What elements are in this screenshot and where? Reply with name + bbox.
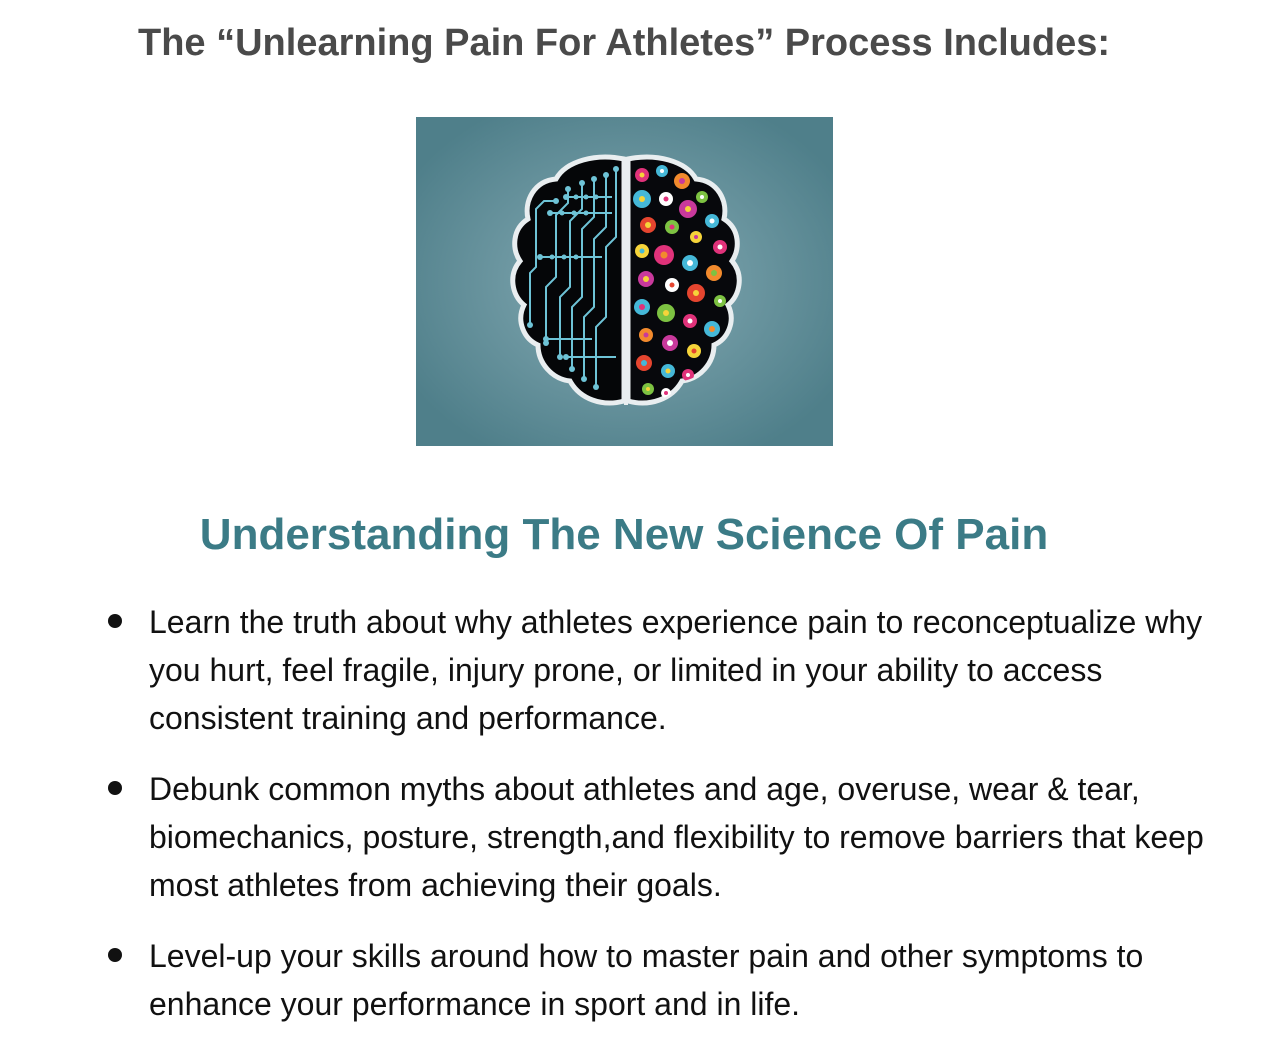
- page-title: The “Unlearning Pain For Athletes” Proce…: [137, 22, 1111, 64]
- section-heading: Understanding The New Science Of Pain: [199, 510, 1049, 559]
- list-item: Learn the truth about why athletes exper…: [106, 598, 1216, 742]
- brain-illustration-icon: [416, 117, 833, 446]
- list-item-text: Debunk common myths about athletes and a…: [149, 771, 1204, 903]
- bullet-icon: [108, 948, 122, 962]
- bullet-list: Learn the truth about why athletes exper…: [106, 598, 1216, 1051]
- list-item: Level-up your skills around how to maste…: [106, 932, 1216, 1028]
- bullet-icon: [108, 781, 122, 795]
- list-item-text: Level-up your skills around how to maste…: [149, 938, 1144, 1022]
- bullet-icon: [108, 614, 122, 628]
- list-item-text: Learn the truth about why athletes exper…: [149, 604, 1203, 736]
- list-item: Debunk common myths about athletes and a…: [106, 765, 1216, 909]
